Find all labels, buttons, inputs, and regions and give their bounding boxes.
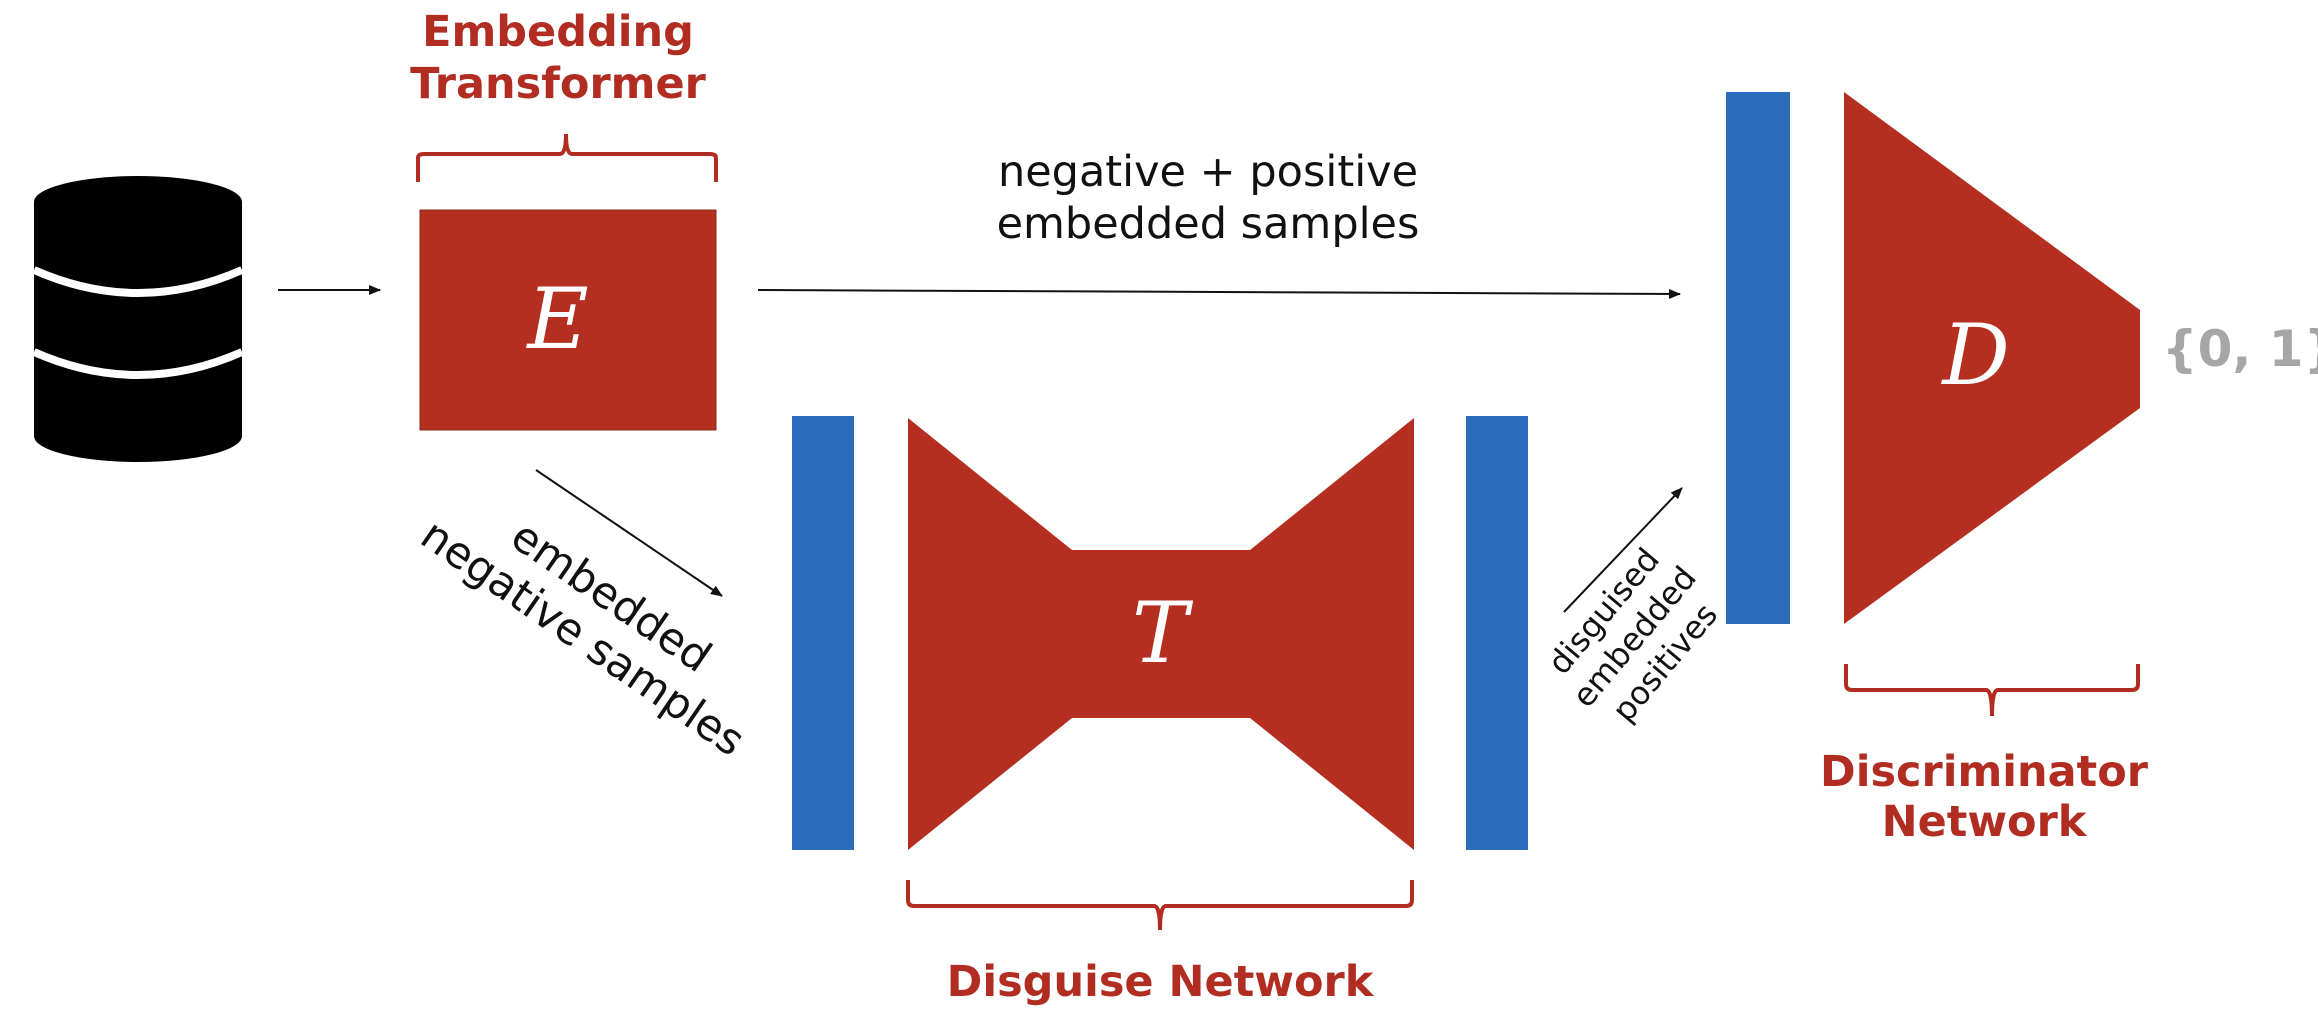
positive-arrow bbox=[1563, 487, 1683, 613]
discriminator-symbol: D bbox=[1940, 306, 2009, 404]
embedding-brace bbox=[416, 133, 718, 182]
discriminator-brace bbox=[1844, 664, 2140, 717]
discriminator-input-layer bbox=[1726, 92, 1790, 624]
embedding-block bbox=[419, 209, 717, 431]
discriminator-title-line2: Network bbox=[1882, 797, 2088, 847]
embedding-title-line2: Transformer bbox=[410, 59, 706, 109]
disguise-brace bbox=[906, 880, 1414, 931]
discriminator-title-line1: Discriminator bbox=[1820, 747, 2149, 797]
discriminator-block bbox=[1844, 92, 2140, 624]
database-icon bbox=[32, 176, 244, 462]
disguise-input-layer bbox=[792, 416, 854, 850]
disguise-symbol: T bbox=[1132, 584, 1194, 682]
disguise-title: Disguise Network bbox=[947, 957, 1375, 1007]
embedding-title-line1: Embedding bbox=[422, 7, 694, 57]
top-arrow-label-line1: negative + positive bbox=[998, 147, 1418, 197]
disguise-block bbox=[908, 418, 1414, 850]
embedding-symbol: E bbox=[525, 270, 588, 368]
top-arrow-label-line2: embedded samples bbox=[997, 199, 1420, 249]
top-arrow bbox=[757, 288, 1681, 299]
disguise-output-layer bbox=[1466, 416, 1528, 850]
discriminator-output: {0, 1} bbox=[2162, 320, 2318, 378]
negative-arrow bbox=[535, 469, 723, 597]
